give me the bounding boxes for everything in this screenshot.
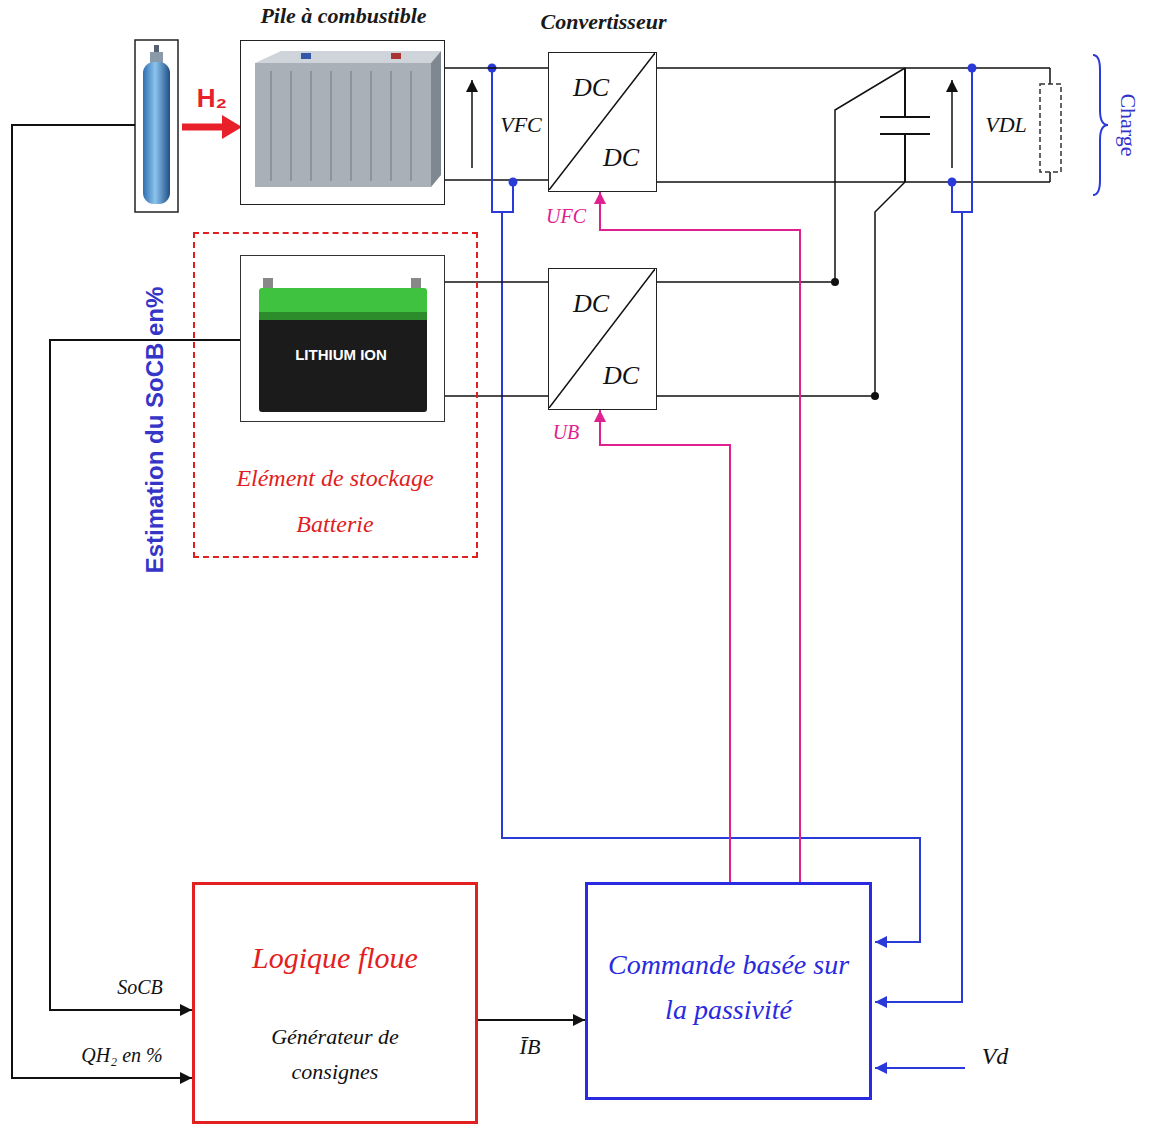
block-title: Commande basée sur la passivité (606, 943, 851, 1033)
fuel-cell-picture (241, 41, 443, 203)
edge-label: SoCB (115, 976, 165, 999)
box-heading: Convertisseur (504, 9, 703, 35)
signal-label: VFC (497, 112, 545, 138)
converter-label: DC (559, 73, 623, 103)
battery-marking: LITHIUM ION (271, 346, 411, 363)
storage-region: Elément de stockage Batterie LITHIUM ION (193, 232, 478, 558)
measurement-wire (875, 212, 962, 1002)
battery-converter-wires (445, 68, 905, 400)
controller-box: Commande basée sur la passivité (585, 882, 872, 1100)
voltage-sensor (948, 64, 977, 213)
signal-label: VDL (976, 112, 1036, 138)
fuel-cell-bottom-wire (445, 179, 548, 181)
converter-box: ConvertisseurDCDC (548, 52, 657, 192)
measurement-wire (502, 212, 920, 942)
fuzzy-logic-box: Logique floueGénérateur de consignes (192, 882, 478, 1124)
converter-box: DC DC (548, 268, 657, 410)
connector (600, 410, 730, 882)
connector (445, 67, 548, 69)
voltage-arrow (471, 80, 473, 168)
hydrogen-tank (135, 40, 178, 212)
block-title: Logique floue (195, 941, 475, 975)
box-heading: Pile à combustible (216, 3, 471, 29)
gas-label: H₂ (182, 83, 242, 114)
fuel-cell-box: Pile à combustible (240, 40, 445, 205)
signal-label: Vd (970, 1043, 1020, 1070)
converter-label: DC (559, 289, 623, 319)
battery-picture (241, 256, 443, 420)
reference-input-arrow (875, 1067, 965, 1069)
edge-label: ĪB (518, 1034, 543, 1060)
connector (445, 281, 548, 283)
hydrogen-flow-arrow (182, 115, 242, 139)
connector (478, 1019, 585, 1021)
load-resistor (1040, 68, 1061, 182)
signal-label: QH₂ en % (62, 1044, 182, 1067)
converter-label: DC (589, 361, 653, 391)
load-label: Charge (1115, 80, 1141, 170)
edge-label: UFC (544, 205, 588, 228)
estimation-label: Estimation du SoCB en% (141, 220, 169, 640)
load-brace (1093, 55, 1108, 195)
block-subtitle: Générateur de consignes (235, 1019, 435, 1089)
voltage-sensor (488, 64, 518, 213)
converter-label: DC (589, 143, 653, 173)
dc-bus-wire (657, 68, 1050, 182)
region-label: Elément de stockage Batterie (210, 456, 460, 547)
battery-box: LITHIUM ION (240, 255, 445, 422)
capacitor-symbol (880, 68, 930, 182)
tank-level-wire (12, 125, 192, 1078)
voltage-arrow (951, 80, 953, 168)
edge-label: UB (551, 421, 582, 444)
